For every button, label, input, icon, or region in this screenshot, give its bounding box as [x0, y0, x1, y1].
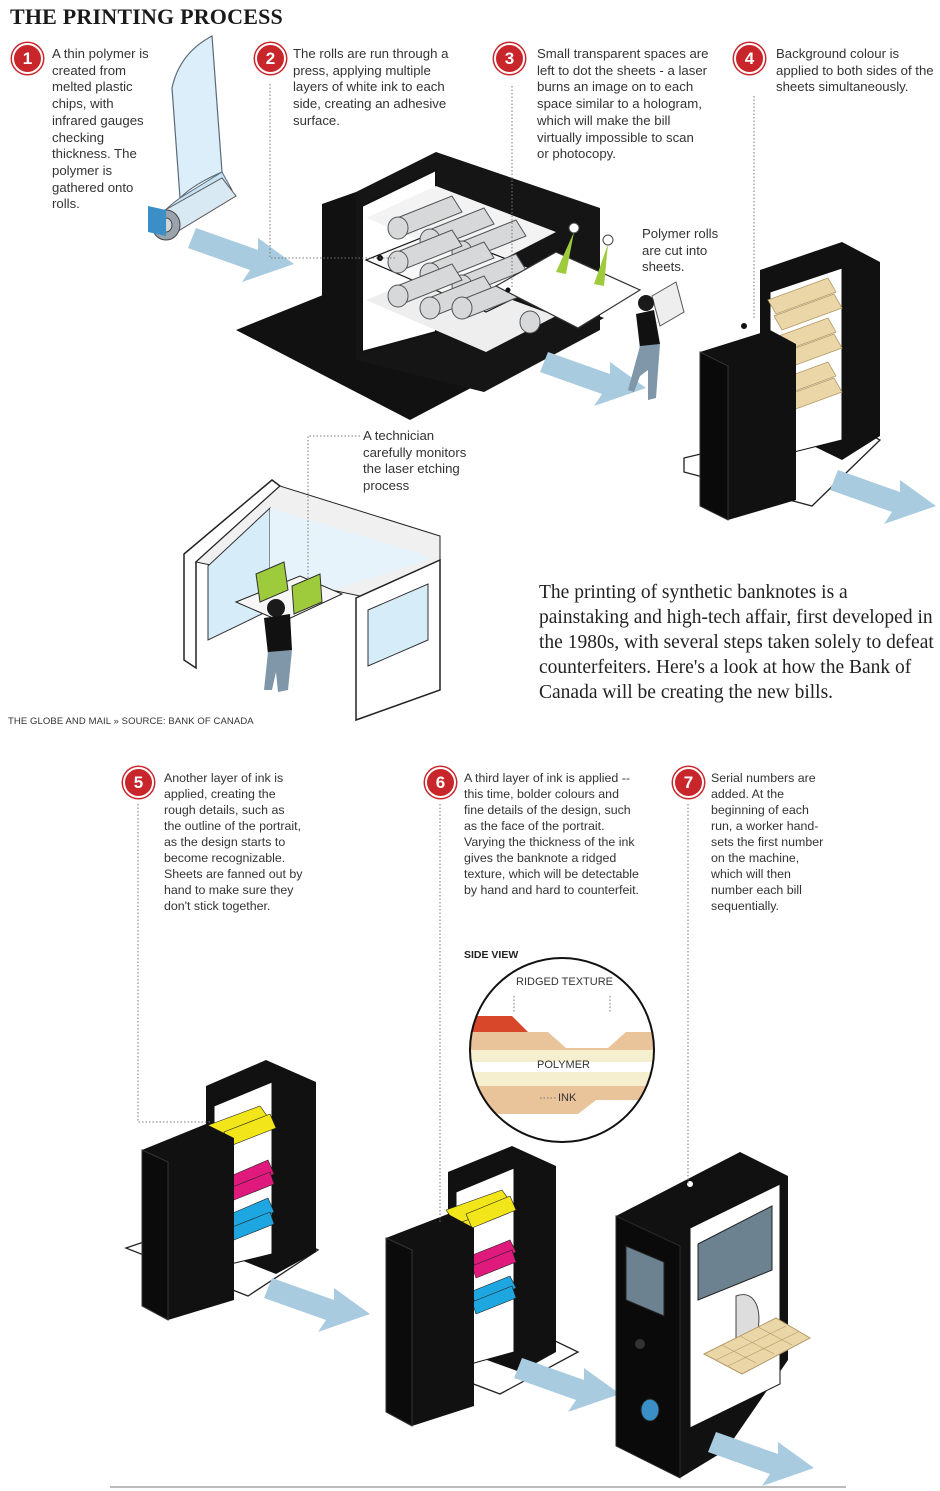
- step-6-text: A third layer of ink is applied -- this …: [464, 771, 639, 897]
- flow-arrow-6: [708, 1432, 814, 1486]
- step-3-text: Small transparent spaces are left to dot…: [537, 46, 709, 162]
- worker-figure: [628, 281, 685, 400]
- flow-arrow-5: [514, 1358, 620, 1412]
- step-2-text: The rolls are run through a press, apply…: [293, 46, 449, 128]
- flow-arrow-2: [540, 352, 646, 406]
- step-7-text: Serial numbers are added. At the beginni…: [711, 771, 824, 913]
- polymer-roll-illustration: [148, 35, 237, 241]
- background-colour-machine: [683, 242, 882, 521]
- ink-label: INK: [558, 1092, 577, 1104]
- flow-arrow-1: [188, 228, 294, 282]
- step-5-text: Another layer of ink is applied, creatin…: [164, 771, 303, 913]
- step-4-text: Background colour is applied to both sid…: [776, 46, 934, 95]
- printing-press-illustration: [236, 152, 642, 420]
- rough-details-press: [124, 1060, 320, 1321]
- side-view-title: SIDE VIEW: [464, 949, 519, 961]
- technician-booth: [183, 479, 441, 722]
- intro-paragraph: The printing of synthetic banknotes is a…: [539, 582, 934, 703]
- step-6-badge: 6: [425, 767, 456, 798]
- callout-technician: A technician carefully monitors the lase…: [363, 428, 467, 494]
- source-credit: THE GLOBE AND MAIL » SOURCE: BANK OF CAN…: [8, 716, 254, 727]
- page-title: THE PRINTING PROCESS: [10, 4, 283, 29]
- side-view-magnifier: [469, 957, 655, 1143]
- callout-cut-sheets: Polymer rolls are cut into sheets.: [642, 226, 719, 275]
- ridged-texture-label: RIDGED TEXTURE: [516, 976, 613, 988]
- step-7-badge: 7: [673, 767, 704, 798]
- step-2-badge: 2: [255, 43, 286, 74]
- serial-numbering-machine: [615, 1152, 812, 1479]
- polymer-label: POLYMER: [537, 1059, 590, 1071]
- leader-lines: [137, 84, 755, 1222]
- step-5-badge: 5: [123, 767, 154, 798]
- fine-details-press: [385, 1146, 580, 1427]
- step-3-badge: 3: [494, 43, 525, 74]
- flow-arrow-3: [830, 470, 936, 524]
- flow-arrow-4: [264, 1278, 370, 1332]
- step-4-badge: 4: [734, 43, 765, 74]
- step-1-badge: 1: [12, 43, 43, 74]
- step-1-text: A thin polymer is created from melted pl…: [52, 46, 149, 212]
